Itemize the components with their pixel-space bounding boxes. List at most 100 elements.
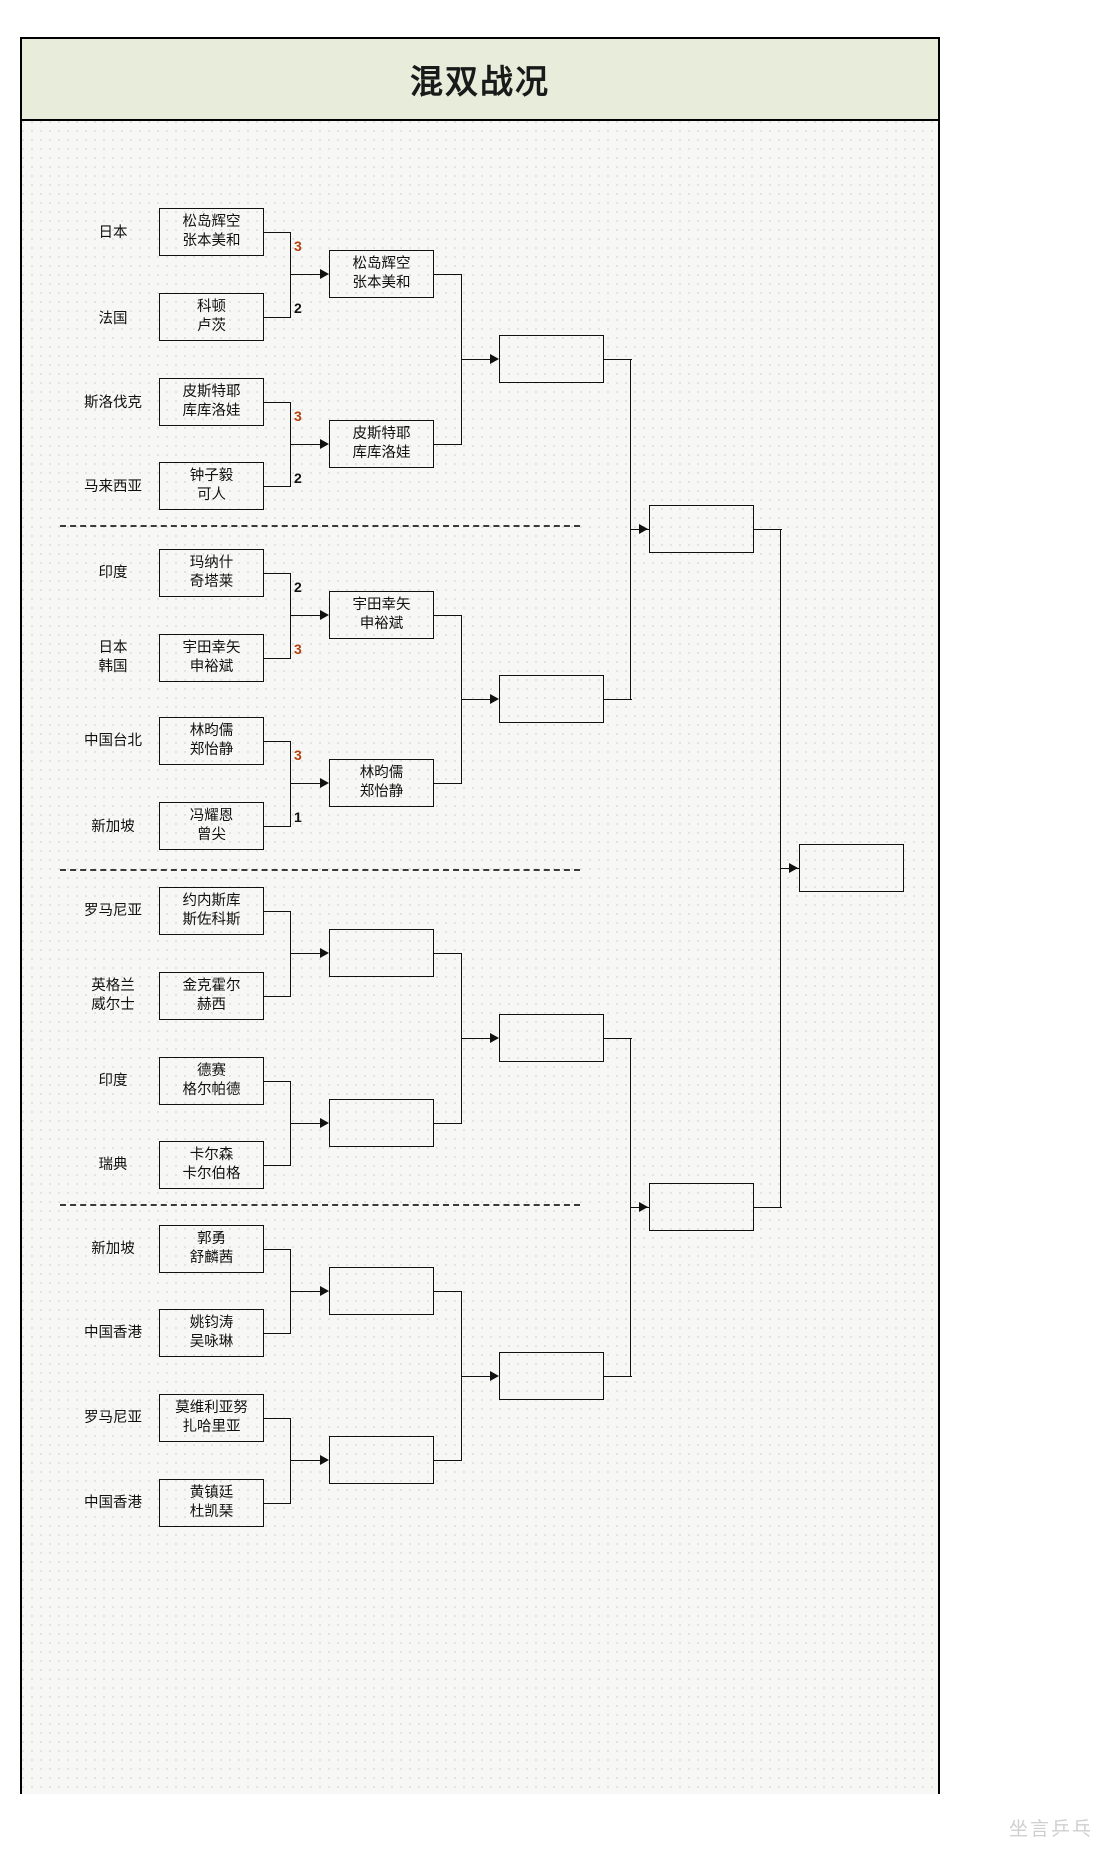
team-line-2: 卢茨 (197, 318, 226, 334)
team-box-1[interactable]: 松岛辉空 张本美和 (159, 208, 264, 256)
connector (434, 274, 462, 276)
team-box-2[interactable]: 科顿 卢茨 (159, 293, 264, 341)
connector (264, 486, 291, 488)
team-line-2: 曾尖 (197, 827, 226, 843)
score-m3-top: 2 (294, 579, 302, 595)
country-label-12: 瑞典 (98, 1157, 128, 1173)
round2-box-8[interactable] (329, 1436, 434, 1484)
round4-box-2[interactable] (649, 1183, 754, 1231)
team-line-2: 赫西 (197, 997, 226, 1013)
team-line-1: 姚钧涛 (189, 1315, 234, 1332)
team-box-7[interactable]: 林昀儒 郑怡静 (159, 717, 264, 765)
round2-box-2[interactable]: 皮斯特耶 库库洛娃 (329, 420, 434, 468)
country-label-8: 新加坡 (91, 819, 135, 835)
country-label-13: 新加坡 (91, 1241, 135, 1257)
country-label-10b: 威尔士 (91, 997, 135, 1013)
round2-box-6[interactable] (329, 1099, 434, 1147)
team-line-2: 卡尔伯格 (182, 1166, 241, 1182)
connector-arrow (320, 439, 329, 449)
team-line-1: 约内斯库 (182, 893, 241, 910)
connector-arrow (490, 354, 499, 364)
connector (434, 1123, 462, 1125)
team-line-1: 林昀儒 (359, 765, 404, 782)
team-box-11[interactable]: 德赛 格尔帕德 (159, 1057, 264, 1105)
round3-box-2[interactable] (499, 675, 604, 723)
team-line-2: 张本美和 (182, 233, 241, 249)
team-box-14[interactable]: 姚钧涛 吴咏琳 (159, 1309, 264, 1357)
team-line-2: 郑怡静 (189, 742, 234, 758)
round3-box-4[interactable] (499, 1352, 604, 1400)
section-divider-2 (60, 869, 580, 871)
round2-box-1[interactable]: 松岛辉空 张本美和 (329, 250, 434, 298)
team-line-1: 金克霍尔 (182, 978, 241, 995)
connector (264, 1503, 291, 1505)
team-box-6[interactable]: 宇田幸矢 申裕斌 (159, 634, 264, 682)
team-box-16[interactable]: 黄镇廷 杜凯琹 (159, 1479, 264, 1527)
country-label-15: 罗马尼亚 (84, 1410, 142, 1426)
round3-box-3[interactable] (499, 1014, 604, 1062)
round3-box-1[interactable] (499, 335, 604, 383)
team-line-1: 松岛辉空 (182, 214, 241, 231)
connector (604, 1376, 632, 1378)
section-divider-1 (60, 525, 580, 527)
connector (264, 1249, 291, 1251)
connector (754, 529, 782, 531)
team-line-1: 冯耀恩 (189, 808, 234, 825)
team-box-10[interactable]: 金克霍尔 赫西 (159, 972, 264, 1020)
connector (264, 1081, 291, 1083)
round2-box-4[interactable]: 林昀儒 郑怡静 (329, 759, 434, 807)
country-label-11: 印度 (98, 1073, 128, 1089)
country-label-1: 日本 (98, 225, 128, 241)
connector (461, 359, 493, 361)
connector (604, 359, 632, 361)
round4-box-1[interactable] (649, 505, 754, 553)
final-box[interactable] (799, 844, 904, 892)
country-label-4: 马来西亚 (84, 479, 142, 495)
team-box-15[interactable]: 莫维利亚努 扎哈里亚 (159, 1394, 264, 1442)
round2-box-5[interactable] (329, 929, 434, 977)
team-line-2: 申裕斌 (359, 616, 404, 632)
team-box-4[interactable]: 钟子毅 可人 (159, 462, 264, 510)
score-m1-top: 3 (294, 238, 302, 254)
connector (434, 953, 462, 955)
connector (434, 615, 462, 617)
round2-box-7[interactable] (329, 1267, 434, 1315)
country-label-6a: 日本 (98, 640, 128, 656)
page-title: 混双战况 (410, 65, 550, 101)
connector (290, 615, 322, 617)
connector-arrow (639, 524, 648, 534)
section-divider-3 (60, 1204, 580, 1206)
connector-arrow (320, 1455, 329, 1465)
team-line-2: 张本美和 (352, 275, 411, 291)
connector (290, 783, 322, 785)
score-m2-bot: 2 (294, 470, 302, 486)
team-box-5[interactable]: 玛纳什 奇塔莱 (159, 549, 264, 597)
team-line-1: 莫维利亚努 (175, 1400, 248, 1417)
score-m3-bot: 3 (294, 641, 302, 657)
team-line-1: 宇田幸矢 (182, 640, 241, 657)
bracket-frame: 混双战况 日本 法国 斯洛伐克 马来西亚 印度 日本 韩国 中国台北 新加坡 罗… (20, 37, 940, 1794)
connector-arrow (320, 948, 329, 958)
country-label-2: 法国 (98, 311, 128, 327)
team-box-9[interactable]: 约内斯库 斯佐科斯 (159, 887, 264, 935)
connector-arrow (320, 1118, 329, 1128)
connector (604, 1038, 632, 1040)
connector (290, 274, 322, 276)
team-box-13[interactable]: 郭勇 舒麟茜 (159, 1225, 264, 1273)
team-line-2: 扎哈里亚 (182, 1419, 241, 1435)
connector (461, 1376, 493, 1378)
team-box-12[interactable]: 卡尔森 卡尔伯格 (159, 1141, 264, 1189)
score-m2-top: 3 (294, 408, 302, 424)
round2-box-3[interactable]: 宇田幸矢 申裕斌 (329, 591, 434, 639)
team-line-1: 皮斯特耶 (352, 426, 411, 443)
team-line-2: 库库洛娃 (182, 403, 241, 419)
team-box-3[interactable]: 皮斯特耶 库库洛娃 (159, 378, 264, 426)
connector (461, 699, 493, 701)
team-line-2: 郑怡静 (359, 784, 404, 800)
connector-arrow (490, 1371, 499, 1381)
team-line-2: 舒麟茜 (189, 1250, 234, 1266)
team-box-8[interactable]: 冯耀恩 曾尖 (159, 802, 264, 850)
team-line-1: 松岛辉空 (352, 256, 411, 273)
connector (754, 1207, 782, 1209)
